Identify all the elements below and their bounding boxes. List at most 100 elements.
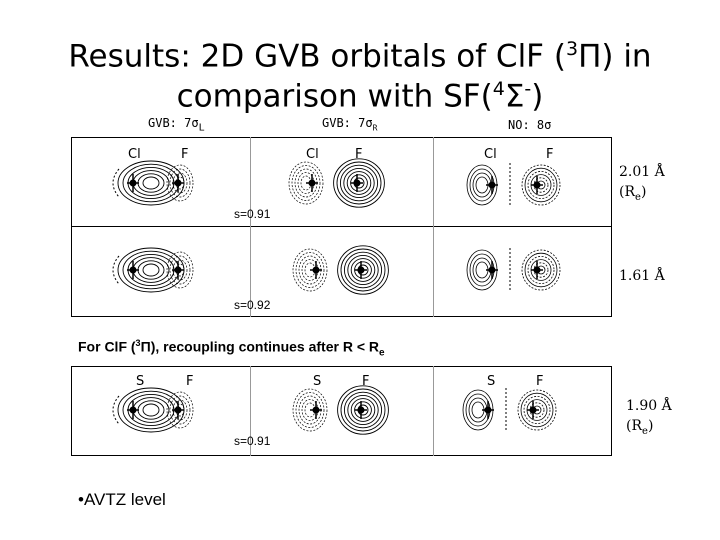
clf-re-no-contour-f bbox=[521, 164, 561, 206]
clf-short-gvb-right-contour bbox=[340, 248, 386, 292]
clf-re-gvb-right-contour-cl bbox=[288, 161, 324, 205]
sf-col-divider-2 bbox=[433, 366, 434, 456]
sf-re-gvb-right-contour-cl bbox=[298, 395, 322, 425]
clf-short-no-contour-cl bbox=[466, 249, 498, 291]
atom-label-cl-1: Cl bbox=[128, 147, 141, 162]
sf-re-gvb-right-contour bbox=[337, 385, 389, 435]
atom-label-s-3: S bbox=[487, 374, 496, 389]
clf-short-gvb-right-contour bbox=[357, 264, 369, 276]
clf-short-gvb-right-contour bbox=[337, 245, 389, 295]
clf-short-gvb-left-contour bbox=[137, 260, 165, 280]
clf-re-gvb-right-contour-cl bbox=[300, 175, 312, 191]
clf-distance-short: 1.61 Å bbox=[619, 268, 665, 284]
sf-re-gvb-right-contour bbox=[343, 391, 383, 429]
clf-short-no-nucleus-a bbox=[488, 266, 496, 274]
clf-short-gvb-left-nucleus-b bbox=[174, 266, 182, 274]
sf-re-no-contour-cl bbox=[465, 393, 491, 427]
sf-re-gvb-left-contour bbox=[132, 397, 170, 423]
sf-re-gvb-right-contour-cl bbox=[295, 392, 325, 428]
clf-re-gvb-left-contour-f bbox=[169, 168, 191, 198]
atom-label-f-1: F bbox=[181, 147, 189, 162]
clf-re-no-contour-cl bbox=[469, 168, 495, 202]
clf-overlap-short: s=0.92 bbox=[234, 298, 271, 312]
clf-short-gvb-right-nucleus-a bbox=[312, 266, 320, 274]
clf-overlap-re: s=0.91 bbox=[234, 207, 271, 221]
sf-col-divider-1 bbox=[250, 366, 251, 456]
sf-re-no-contour-cl bbox=[471, 401, 485, 419]
atom-label-f-3: F bbox=[546, 147, 554, 162]
sf-re-gvb-left-contour-f bbox=[166, 391, 194, 429]
clf-re-no-contour-f bbox=[524, 167, 558, 203]
sf-re-no-contour-f bbox=[532, 405, 542, 415]
clf-re-no-contour-cl bbox=[475, 176, 489, 194]
clf-re-gvb-right-contour bbox=[333, 158, 385, 208]
header-gvb-left: GVB: 7σL bbox=[148, 116, 205, 134]
sf-re-gvb-left-contour bbox=[122, 390, 180, 430]
clf-short-gvb-left-contour-f bbox=[175, 263, 185, 277]
clf-short-gvb-left-node bbox=[112, 255, 120, 285]
clf-re-gvb-left-contour bbox=[137, 173, 165, 193]
clf-short-gvb-left-contour bbox=[142, 263, 160, 277]
sf-orbital-panel bbox=[71, 366, 612, 456]
sf-re-gvb-left-node bbox=[112, 395, 120, 425]
header-natural-orbital: NO: 8σ bbox=[508, 118, 552, 132]
clf-short-gvb-left-contour-f bbox=[169, 255, 191, 285]
clf-re-gvb-right-contour bbox=[339, 164, 379, 202]
clf-re-gvb-right-contour-cl bbox=[297, 172, 315, 194]
clf-short-no-contour-f bbox=[533, 262, 549, 278]
clf-short-gvb-left-contour bbox=[132, 257, 170, 283]
sf-re-gvb-right-contour bbox=[340, 388, 386, 432]
sf-overlap-re: s=0.91 bbox=[234, 434, 271, 448]
clf-re-gvb-right-nucleus-a bbox=[308, 179, 316, 187]
sf-re-no-contour-cl bbox=[468, 397, 488, 423]
clf-short-gvb-left-contour-f bbox=[166, 251, 194, 289]
recoupling-note: For ClF (3Π), recoupling continues after… bbox=[78, 338, 385, 359]
clf-re-gvb-left-node bbox=[112, 168, 120, 198]
sf-re-gvb-left-contour-f bbox=[169, 395, 191, 425]
clf-re-no-contour-f bbox=[536, 180, 546, 190]
sf-re-no-contour-f bbox=[526, 399, 548, 421]
clf-short-gvb-right-contour-cl bbox=[292, 248, 328, 292]
sf-re-gvb-left-contour bbox=[137, 400, 165, 420]
clf-col-divider-1 bbox=[250, 137, 251, 317]
clf-orbital-panel bbox=[71, 137, 612, 317]
clf-re-gvb-left-contour-f bbox=[166, 164, 194, 202]
clf-re-no-contour-cl bbox=[472, 172, 492, 198]
sf-re-gvb-right-contour bbox=[347, 394, 379, 426]
clf-re-gvb-right-contour bbox=[346, 171, 372, 195]
clf-re-gvb-right-contour bbox=[343, 167, 375, 199]
header-gvb-right: GVB: 7σR bbox=[322, 116, 378, 133]
atom-label-f-2: F bbox=[355, 147, 363, 162]
atom-label-cl-3: Cl bbox=[484, 147, 497, 162]
clf-short-no-contour-f bbox=[524, 252, 558, 288]
clf-re-no-nucleus-a bbox=[488, 181, 496, 189]
sf-re-no-nucleus-a bbox=[484, 406, 492, 414]
clf-short-no-contour-f bbox=[530, 259, 552, 281]
clf-short-no-contour-f bbox=[521, 249, 561, 291]
sf-distance-re: 1.90 Å(Re) bbox=[626, 398, 672, 437]
sf-re-gvb-right-contour bbox=[350, 398, 376, 422]
clf-short-no-contour-cl bbox=[472, 257, 492, 283]
basis-set-note: •AVTZ level bbox=[78, 490, 166, 509]
clf-re-gvb-right-contour bbox=[353, 177, 365, 189]
clf-re-no-contour-f bbox=[527, 170, 555, 199]
clf-re-gvb-left-contour-f bbox=[175, 176, 185, 190]
clf-short-gvb-left-contour bbox=[127, 253, 175, 287]
clf-re-gvb-left-contour-f bbox=[172, 172, 188, 194]
clf-re-gvb-right-contour bbox=[336, 161, 382, 205]
sf-re-gvb-right-contour-cl bbox=[301, 399, 319, 421]
clf-short-no-contour-cl bbox=[469, 253, 495, 287]
clf-re-no-contour-f bbox=[533, 177, 549, 193]
clf-re-gvb-left-contour bbox=[127, 166, 175, 200]
atom-label-f-6: F bbox=[536, 374, 544, 389]
sf-re-no-contour-cl bbox=[462, 389, 494, 431]
clf-re-no-contour-cl bbox=[466, 164, 498, 206]
clf-re-gvb-right-contour-cl bbox=[294, 168, 318, 198]
atom-label-f-4: F bbox=[186, 374, 194, 389]
atom-label-s-2: S bbox=[313, 374, 322, 389]
clf-short-gvb-right-contour bbox=[350, 258, 376, 282]
clf-short-gvb-right-nucleus-b bbox=[357, 266, 365, 274]
sf-re-gvb-right-contour-cl bbox=[292, 388, 328, 432]
clf-re-gvb-left-contour bbox=[122, 163, 180, 203]
